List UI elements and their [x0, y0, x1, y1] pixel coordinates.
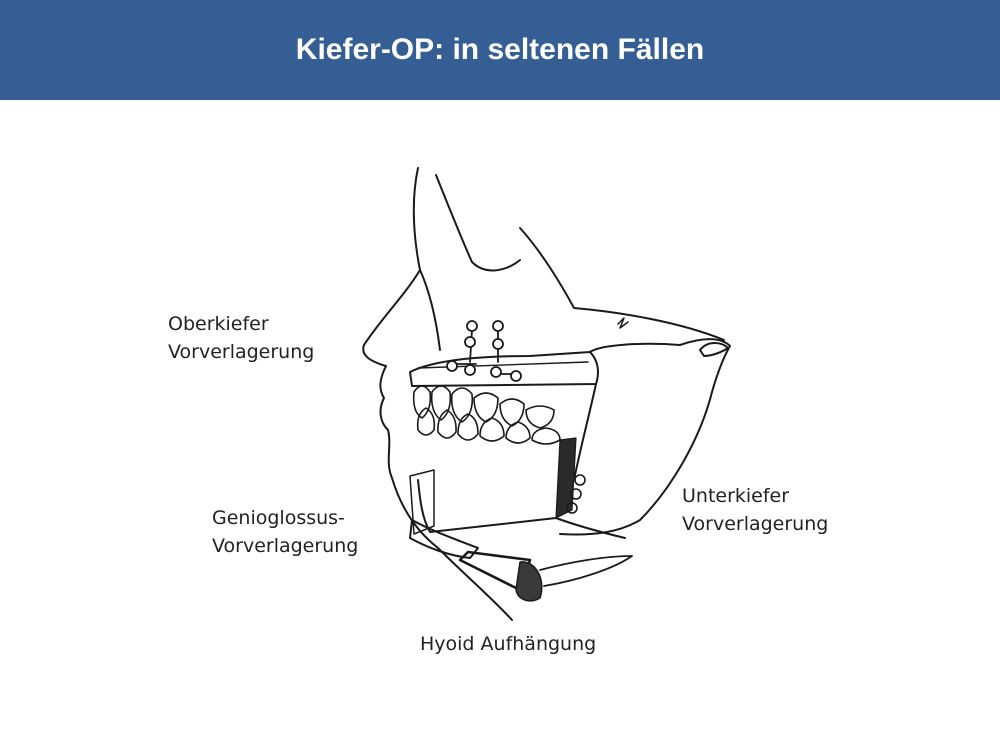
lower-teeth: [416, 407, 561, 445]
hyoid-bone: [515, 561, 543, 602]
ramus-outline: [559, 338, 731, 536]
label-unterkiefer: Unterkiefer Vorverlagerung: [682, 482, 828, 538]
cheekbone: [519, 227, 725, 341]
zygomatic-fracture: [617, 317, 629, 329]
slide-title: Kiefer-OP: in seltenen Fällen: [295, 33, 705, 66]
mandible-body: [417, 479, 626, 539]
label-genioglossus-line1: Genioglossus-: [212, 507, 345, 529]
label-unterkiefer-line1: Unterkiefer: [682, 485, 790, 507]
ramus-screws: [566, 474, 586, 514]
hyoid-horn: [539, 555, 633, 587]
genioplasty-segment: [409, 519, 479, 559]
upper-teeth: [412, 385, 555, 429]
orbit-contour: [435, 174, 521, 272]
label-oberkiefer: Oberkiefer Vorverlagerung: [168, 310, 314, 366]
maxilla-outline: [409, 351, 599, 387]
hyoid-suspension-band: [458, 550, 532, 592]
face-profile: [362, 167, 513, 621]
nasal-bone: [419, 269, 441, 351]
label-oberkiefer-line1: Oberkiefer: [168, 313, 269, 335]
maxilla-plates: [446, 320, 522, 382]
label-unterkiefer-line2: Vorverlagerung: [682, 513, 829, 535]
label-hyoid: Hyoid Aufhängung: [420, 633, 597, 655]
label-oberkiefer-line2: Vorverlagerung: [168, 341, 315, 363]
label-genioglossus: Genioglossus- Vorverlagerung: [212, 504, 358, 560]
sagittal-split-osteotomy: [555, 437, 577, 519]
title-bar: Kiefer-OP: in seltenen Fällen: [0, 0, 1000, 100]
condyle: [699, 342, 729, 357]
chin-block: [409, 469, 435, 535]
label-genioglossus-line2: Vorverlagerung: [212, 535, 359, 557]
ramus-split-line: [573, 383, 597, 481]
